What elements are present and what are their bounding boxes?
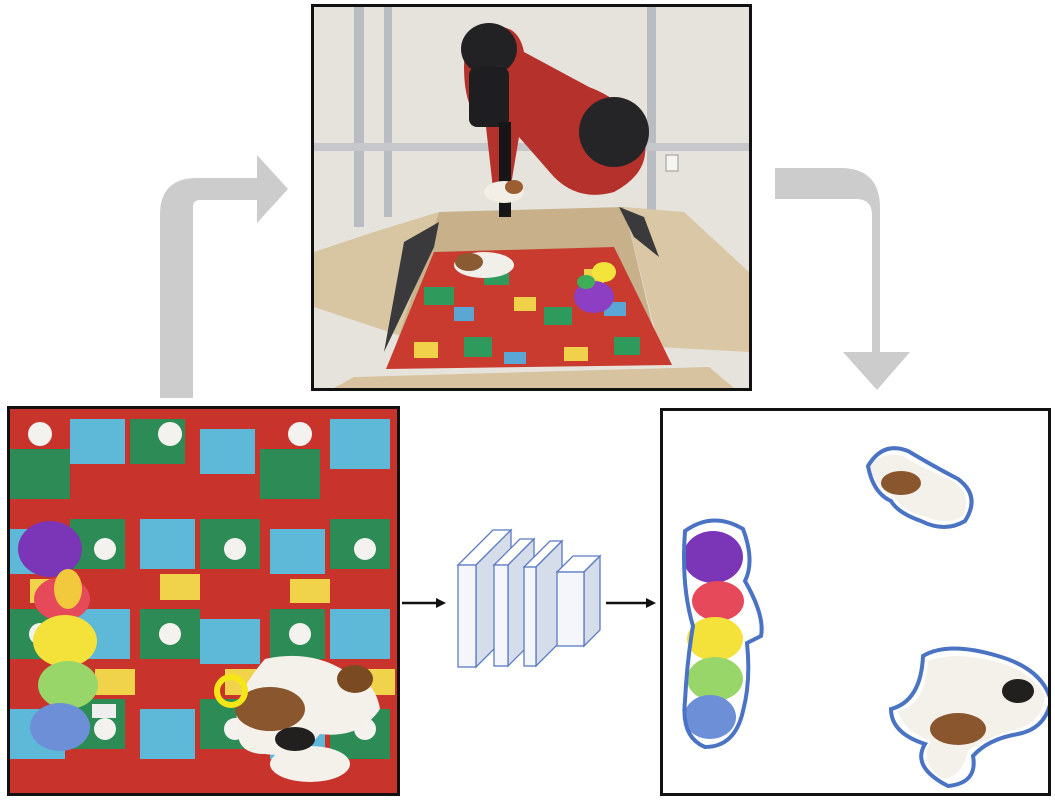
toys-on-mat [454, 252, 616, 313]
caterpillar-mask [682, 518, 764, 750]
dog-toys [235, 655, 380, 782]
grasp-target-marker [214, 674, 248, 708]
segmentation-output-image [660, 408, 1051, 796]
wall-outlet [665, 154, 679, 172]
network-arrows [402, 598, 656, 608]
robot-arm [461, 23, 649, 217]
small-dog-mask [865, 446, 974, 529]
overhead-input-image [7, 406, 400, 796]
flow-arrow-up-right [160, 155, 288, 398]
caterpillar-toy [18, 521, 116, 751]
robot-arm-photo [311, 4, 752, 391]
large-dog-mask [888, 646, 1048, 789]
network-block-4 [555, 554, 602, 648]
flow-arrow-right-down [775, 168, 910, 390]
network-block-3 [522, 539, 564, 668]
